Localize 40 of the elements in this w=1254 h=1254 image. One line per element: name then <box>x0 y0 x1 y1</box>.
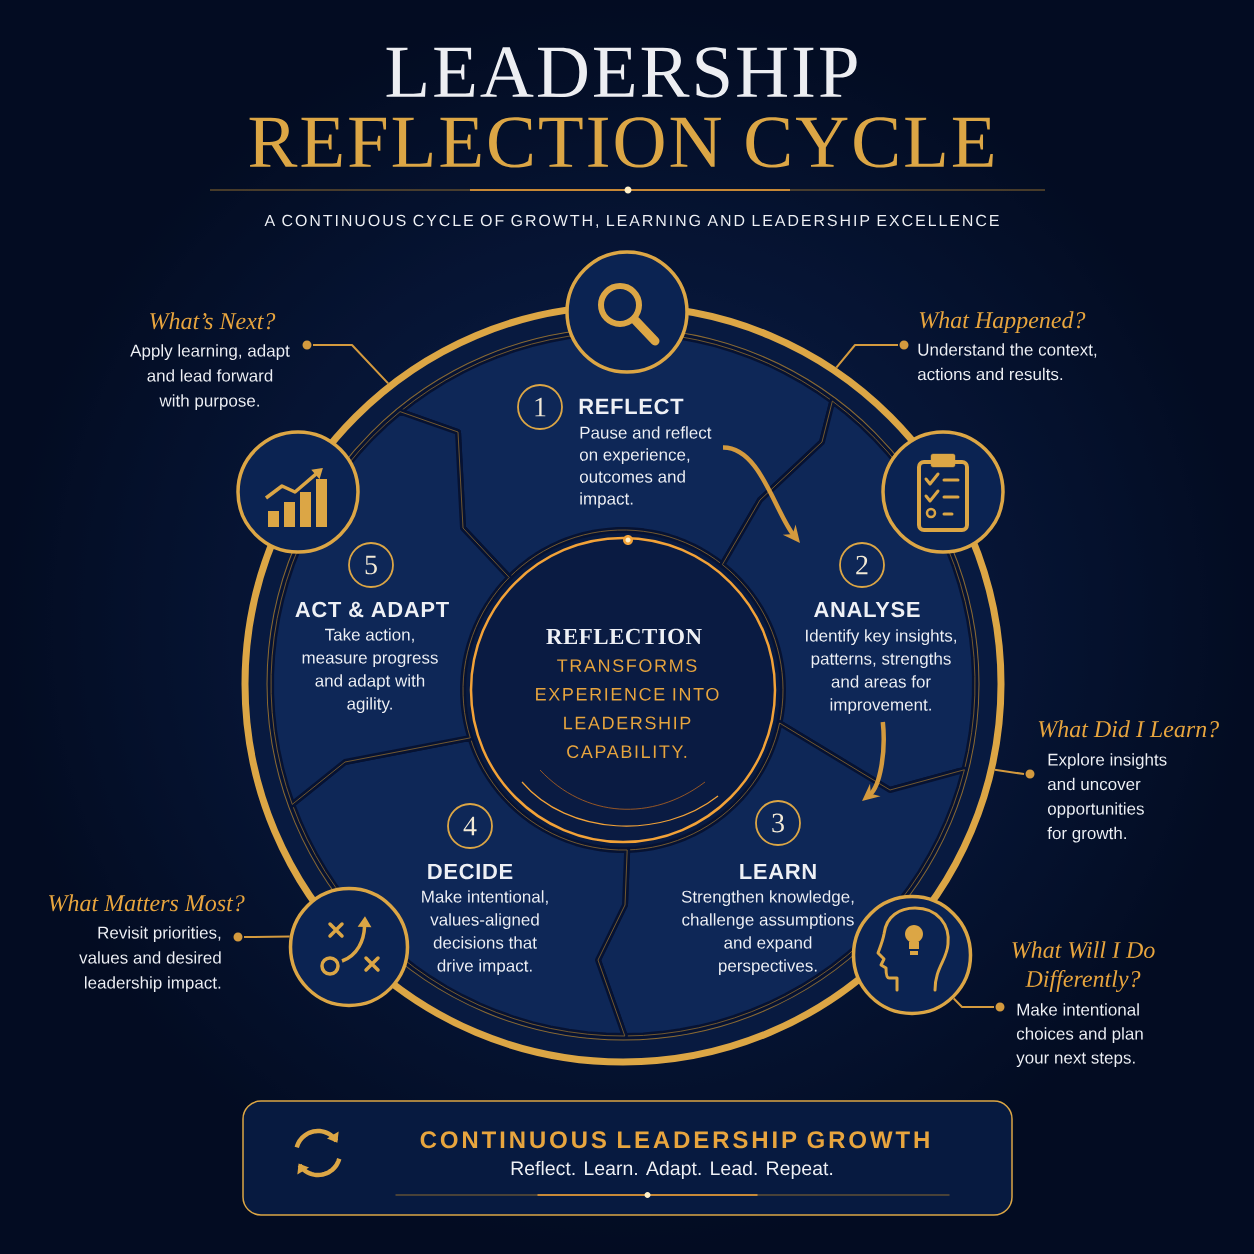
step-title: DECIDE <box>428 863 513 880</box>
step-number: 2 <box>839 542 885 588</box>
step-text: Make intentional, values-aligned decisions that drive impact. <box>422 890 548 976</box>
callout-heading: What Did I Learn? <box>1038 720 1219 738</box>
step-number: 3 <box>755 800 801 846</box>
callout-text: Explore insights and uncover opportunities for growth. <box>1047 753 1167 843</box>
step-title: LEARN <box>740 863 816 879</box>
title: LEADERSHIP REFLECTION CYCLE <box>249 47 993 168</box>
step-title: REFLECT <box>579 398 684 415</box>
icon-circle <box>236 430 360 554</box>
step-number: 4 <box>447 803 493 849</box>
callout-text: Understand the context, actions and results. <box>917 343 1097 381</box>
callout-text: Make intentional choices and plan your next steps. <box>1016 1003 1143 1068</box>
callout-text: Apply learning, adapt and lead forward with purpose. <box>130 344 290 411</box>
step-title: ACT & ADAPT <box>295 601 449 618</box>
leader-line <box>952 997 995 1008</box>
leader-line <box>312 344 390 385</box>
step-title: ANALYSE <box>814 601 920 618</box>
callout-text: Revisit priorities, values and desired leadership impact. <box>79 926 221 993</box>
banner-text: Reflect. Learn. Adapt. Lead. Repeat. <box>511 1160 833 1180</box>
callout-heading: What’s Next? <box>150 312 276 330</box>
callout-heading: What Will I Do Differently? <box>1012 941 1155 993</box>
step-text: Identify key insights, patterns, strengths and areas for improvement. <box>806 629 956 715</box>
icon-circle <box>565 250 689 374</box>
leader-line <box>993 768 1025 775</box>
callout-heading: What Happened? <box>919 311 1086 334</box>
callout-heading: What Matters Most? <box>49 894 245 912</box>
subtitle: A CONTINUOUS CYCLE OF GROWTH, LEARNING AND LEADERSHIP EXCELLENCE <box>264 214 999 229</box>
leader-line <box>243 935 291 938</box>
step-text: Take action, measure progress and adapt with agility. <box>302 628 438 714</box>
step-text: Pause and reflect on experience, outcomes and impact. <box>579 426 712 509</box>
center-text: TRANSFORMS EXPERIENCE INTO LEADERSHIP CAPABILITY. <box>536 659 719 759</box>
banner <box>242 1100 1013 1216</box>
banner-heading: CONTINUOUS LEADERSHIP GROWTH <box>420 1131 929 1149</box>
icon-circle <box>288 886 410 1008</box>
step-text: Strengthen knowledge, challenge assumptions and expand perspectives. <box>681 890 854 976</box>
center-title: REFLECTION <box>546 628 702 645</box>
leader-line <box>835 344 899 369</box>
step-number: 5 <box>348 542 394 588</box>
step-number: 1 <box>517 384 563 430</box>
